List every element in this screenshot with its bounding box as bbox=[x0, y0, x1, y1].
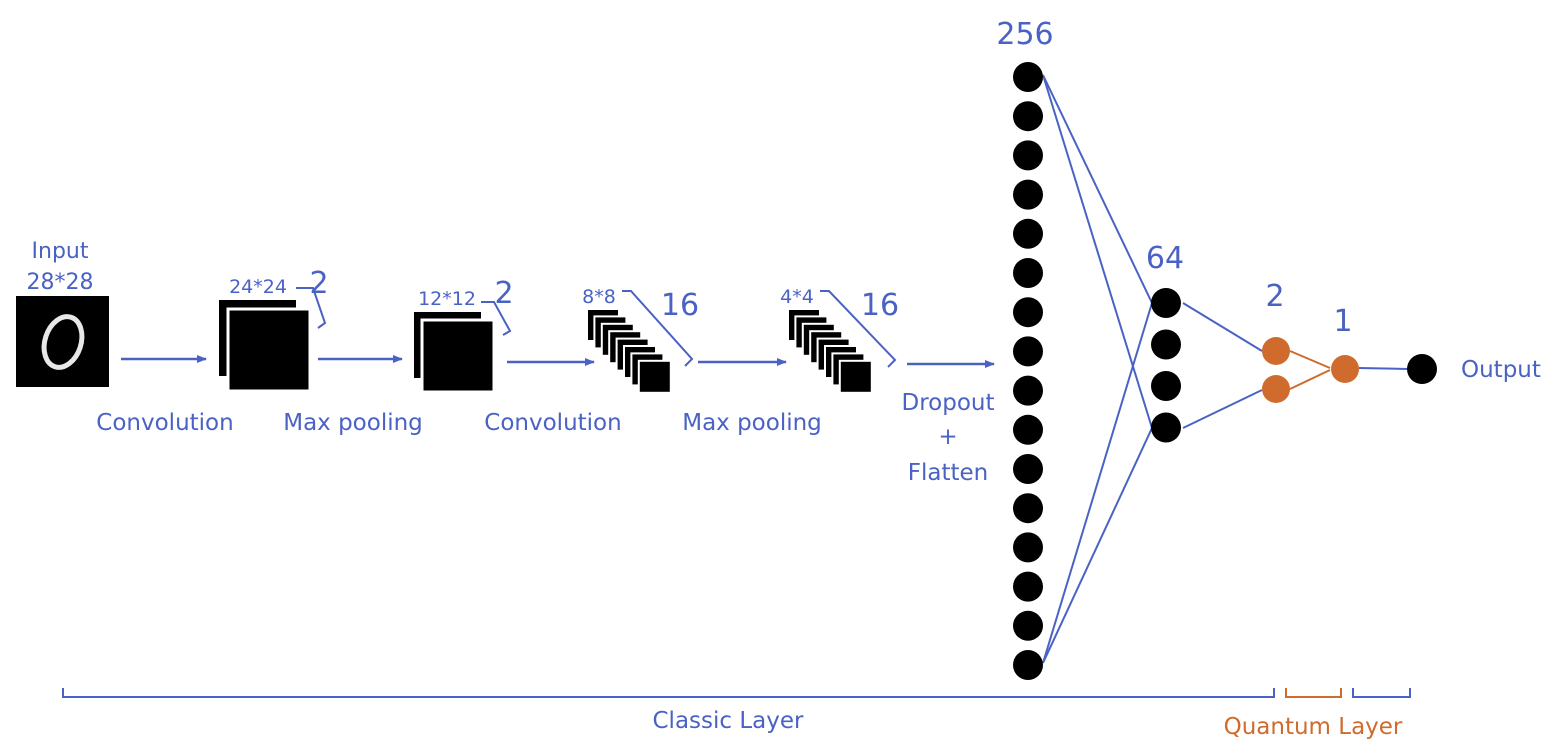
depth-bracket-24x24 bbox=[296, 287, 327, 329]
op-plus: + bbox=[938, 424, 957, 450]
neuron-node bbox=[1013, 375, 1043, 406]
neuron-node bbox=[1151, 288, 1181, 318]
neuron-node bbox=[1013, 532, 1043, 563]
depth-bracket-4x4 bbox=[820, 290, 897, 368]
feature-map-24x24 bbox=[219, 300, 312, 393]
fmap4-size: 4*4 bbox=[780, 286, 814, 308]
op-dropout: Dropout bbox=[902, 390, 995, 416]
feature-map-12x12 bbox=[414, 312, 496, 394]
dense2-size: 64 bbox=[1146, 241, 1184, 276]
input-title: Input bbox=[32, 239, 89, 264]
classic-layer-label: Classic Layer bbox=[653, 708, 805, 734]
quantum-connections bbox=[1289, 350, 1331, 390]
dense-connections bbox=[1042, 74, 1263, 664]
dense1-size: 256 bbox=[996, 17, 1053, 52]
neuron-node bbox=[1013, 414, 1043, 445]
feature-map-4x4 bbox=[787, 308, 873, 394]
quantum-layer-bracket bbox=[1285, 688, 1342, 698]
neuron-node bbox=[1013, 610, 1043, 641]
classic-layer-bracket bbox=[62, 688, 1275, 698]
dense-layer-256 bbox=[1013, 62, 1043, 680]
neuron-node bbox=[1013, 493, 1043, 524]
input-digit-image bbox=[16, 296, 109, 387]
neuron-node bbox=[1151, 329, 1181, 360]
neuron-node bbox=[1151, 371, 1181, 401]
neuron-node bbox=[1013, 218, 1043, 249]
dense-layer-64 bbox=[1151, 288, 1181, 443]
input-size: 28*28 bbox=[27, 270, 94, 295]
feature-map-slice bbox=[637, 359, 672, 394]
neuron-node bbox=[1013, 101, 1043, 132]
output-node bbox=[1407, 354, 1437, 384]
fmap2-depth: 2 bbox=[494, 276, 513, 311]
output-layer-bracket bbox=[1352, 688, 1411, 698]
neuron-node bbox=[1013, 571, 1043, 602]
feature-map-8x8 bbox=[586, 308, 672, 394]
fmap3-depth: 16 bbox=[661, 288, 699, 323]
op-pool1: Max pooling bbox=[283, 410, 423, 436]
neuron-node bbox=[1013, 258, 1043, 288]
output-label: Output bbox=[1461, 357, 1541, 383]
fmap1-depth: 2 bbox=[309, 266, 328, 301]
op-pool2: Max pooling bbox=[682, 410, 822, 436]
neuron-node bbox=[1013, 179, 1043, 210]
quantum-node-1 bbox=[1262, 337, 1290, 365]
feature-map-slice bbox=[838, 359, 873, 394]
quantum-layer-label: Quantum Layer bbox=[1224, 714, 1403, 740]
depth-bracket-8x8 bbox=[622, 290, 694, 367]
op-conv2: Convolution bbox=[484, 410, 621, 436]
neuron-node bbox=[1013, 140, 1043, 171]
neuron-node bbox=[1013, 297, 1043, 328]
fmap3-size: 8*8 bbox=[582, 286, 616, 308]
depth-bracket-12x12 bbox=[481, 301, 512, 336]
op-flatten: Flatten bbox=[908, 460, 988, 486]
quantum-out-size: 1 bbox=[1333, 304, 1352, 339]
neuron-node bbox=[1013, 650, 1043, 680]
neuron-node bbox=[1013, 336, 1043, 367]
op-conv1: Convolution bbox=[96, 410, 233, 436]
quantum-node-2 bbox=[1262, 375, 1290, 403]
neuron-node bbox=[1013, 62, 1043, 92]
neuron-node bbox=[1013, 454, 1043, 484]
output-connection bbox=[1358, 367, 1409, 370]
neuron-node bbox=[1151, 412, 1181, 443]
quantum-output-node bbox=[1331, 355, 1359, 383]
fmap2-size: 12*12 bbox=[418, 288, 476, 310]
fmap4-depth: 16 bbox=[861, 288, 899, 323]
fmap1-size: 24*24 bbox=[229, 276, 287, 298]
quantum-in-size: 2 bbox=[1265, 279, 1284, 314]
